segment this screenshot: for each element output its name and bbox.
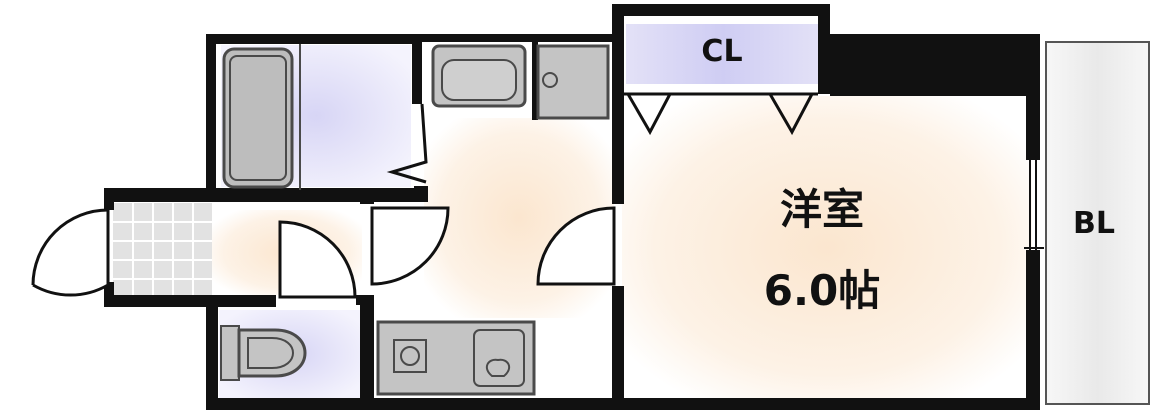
room-door bbox=[536, 206, 616, 286]
western-room-floor bbox=[622, 96, 1032, 399]
room-size-label: 6.0帖 bbox=[764, 266, 880, 315]
entrance-door bbox=[31, 208, 110, 297]
hall-door bbox=[278, 220, 357, 299]
bathroom-folding-door bbox=[386, 103, 428, 184]
bathtub-icon bbox=[222, 44, 301, 190]
entrance-tiles bbox=[113, 203, 212, 297]
washbasin-icon bbox=[431, 44, 527, 108]
balcony-sliding-window bbox=[1024, 158, 1044, 340]
closet-folding-doors bbox=[624, 92, 818, 136]
corridor-door bbox=[370, 206, 450, 286]
balcony-floor bbox=[1045, 41, 1150, 405]
closet-label: CL bbox=[701, 34, 742, 69]
washing-machine-icon bbox=[536, 44, 610, 120]
balcony-label: BL bbox=[1073, 206, 1115, 241]
toilet-icon bbox=[220, 325, 307, 381]
kitchen-counter-icon bbox=[376, 320, 536, 396]
western-room-label: 洋室 bbox=[780, 185, 864, 234]
closet-floor bbox=[626, 24, 820, 84]
